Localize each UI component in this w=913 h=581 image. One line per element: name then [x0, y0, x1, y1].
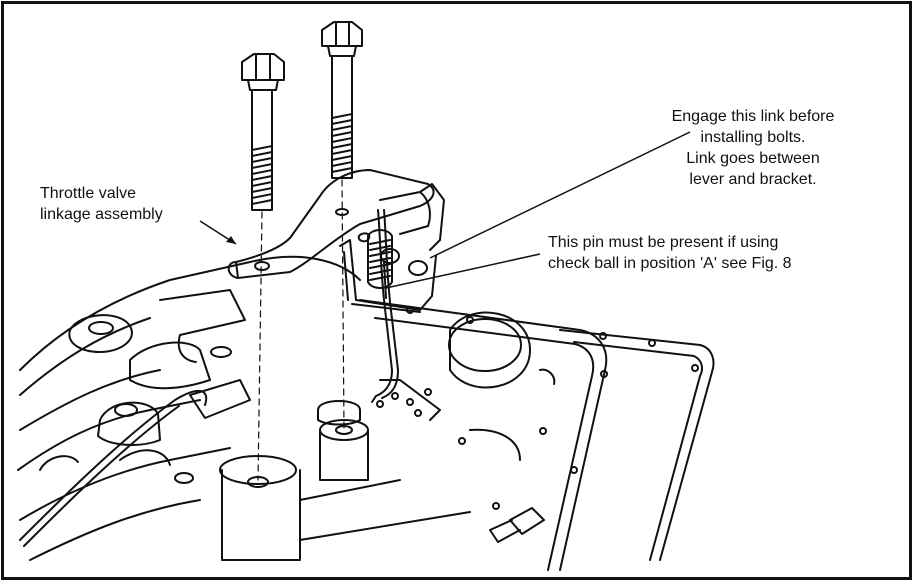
- bolt-right: [321, 21, 363, 179]
- callout-throttle-linkage: Throttle valve linkage assembly: [40, 183, 163, 225]
- bolt-bosses: [219, 400, 471, 561]
- bolt-left: [241, 53, 285, 211]
- alignment-lines: [257, 179, 345, 481]
- leader-link: [429, 131, 691, 259]
- callout-engage-link: Engage this link before installing bolts…: [583, 106, 883, 190]
- separator-plate: [359, 299, 715, 571]
- arrowhead-throttle: [226, 236, 236, 244]
- callout-line: Engage this link before: [671, 108, 835, 125]
- linkage-bracket: [227, 169, 445, 403]
- callout-pin-note: This pin must be present if using check …: [548, 232, 792, 274]
- callout-line: check ball in position 'A' see Fig. 8: [548, 255, 792, 272]
- leader-pin: [385, 253, 541, 289]
- valve-body: [17, 255, 361, 561]
- callout-line: installing bolts.: [700, 129, 806, 146]
- callout-line: This pin must be present if using: [548, 234, 779, 251]
- callout-line: lever and bracket.: [689, 171, 817, 188]
- callout-line: Link goes between: [686, 150, 820, 167]
- callout-line: Throttle valve: [40, 185, 137, 202]
- callout-line: linkage assembly: [40, 206, 163, 223]
